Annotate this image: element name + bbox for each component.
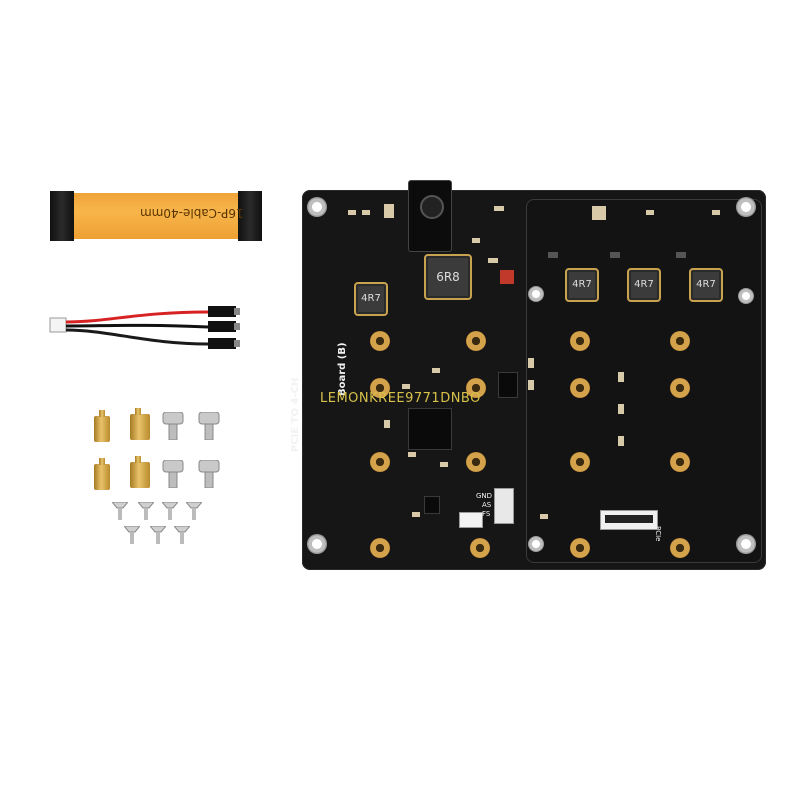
smd-component: [408, 452, 416, 457]
ffc-ribbon-cable: 16P-Cable-40mm: [50, 191, 262, 241]
smd-component: [528, 358, 534, 368]
flat-screw: [150, 526, 166, 544]
m2-slot-area: [526, 199, 762, 563]
standoff-pad: [470, 538, 490, 558]
dc-power-jack: [408, 180, 452, 252]
flat-screw: [174, 526, 190, 544]
standoff-pad: [466, 331, 486, 351]
pcie-switch-chip: [408, 408, 452, 450]
watermark-text: LEMONKREE9771DNBO: [320, 391, 481, 406]
smd-component: [494, 206, 504, 211]
inductor-small: 4R7: [565, 268, 599, 302]
smd-component: [618, 436, 624, 446]
fan-wire-harness: [49, 306, 240, 349]
smd-component: [676, 252, 686, 258]
mounting-hole: [307, 534, 327, 554]
standoff-pad: [570, 331, 590, 351]
fan-pin-fs-label: FS: [482, 510, 491, 518]
standoff-pad: [570, 452, 590, 472]
smd-component: [412, 512, 420, 517]
smd-component: [548, 252, 558, 258]
ribbon-cap-right: [238, 191, 262, 241]
standoff-pad: [670, 378, 690, 398]
inductor-small: 4R7: [689, 268, 723, 302]
smd-component: [348, 210, 356, 215]
smd-component: [384, 420, 390, 428]
thumb-screw: [162, 460, 184, 488]
inductor-small: 4R7: [354, 282, 388, 316]
mounting-hole: [528, 536, 544, 552]
brass-standoff: [130, 408, 150, 440]
standoff-pad: [466, 452, 486, 472]
mounting-hole: [307, 197, 327, 217]
smd-component: [618, 372, 624, 382]
mounting-hole: [528, 286, 544, 302]
smd-component: [432, 368, 440, 373]
pcie-connector-label: PCIe: [654, 526, 662, 542]
smd-component: [488, 258, 498, 263]
ic-chip: [424, 496, 440, 514]
standoff-pad: [370, 452, 390, 472]
flat-screw: [162, 502, 178, 520]
fan-header-connector: [494, 488, 514, 524]
smd-component: [384, 204, 394, 218]
inductor-main: 6R8: [424, 254, 472, 300]
brass-standoff: [94, 458, 110, 490]
standoff-pad: [466, 378, 486, 398]
smd-component: [500, 270, 514, 284]
ic-chip: [498, 372, 518, 398]
fan-pin-as-label: AS: [482, 501, 492, 509]
thumb-screw: [198, 412, 220, 440]
brass-standoff: [94, 410, 110, 442]
board-subtitle-silkscreen: Board (B): [337, 342, 348, 396]
thumb-screw: [162, 412, 184, 440]
smd-component: [712, 210, 720, 215]
inductor-small: 4R7: [627, 268, 661, 302]
standoff-pad: [670, 452, 690, 472]
standoff-pad: [370, 538, 390, 558]
smd-component: [472, 238, 480, 243]
flat-screw: [124, 526, 140, 544]
standoff-pad: [570, 538, 590, 558]
ribbon-label: 16P-Cable-40mm: [140, 206, 244, 220]
mounting-hole: [738, 288, 754, 304]
thumb-screw: [198, 460, 220, 488]
smd-component: [362, 210, 370, 215]
flat-screw: [112, 502, 128, 520]
flat-screw: [186, 502, 202, 520]
board-title-silkscreen: PCIE TO 4-CH: [290, 377, 301, 452]
fan-pin-gnd-label: GND: [476, 492, 493, 500]
standoff-pad: [670, 331, 690, 351]
smd-component: [592, 206, 606, 220]
smd-component: [618, 404, 624, 414]
smd-component: [540, 514, 548, 519]
mounting-hole: [736, 197, 756, 217]
flat-screw: [138, 502, 154, 520]
smd-component: [610, 252, 620, 258]
smd-component: [440, 462, 448, 467]
standoff-pad: [370, 331, 390, 351]
jumper-block: [459, 512, 483, 528]
standoff-pad: [370, 378, 390, 398]
brass-standoff: [130, 456, 150, 488]
mounting-hole: [736, 534, 756, 554]
smd-component: [528, 380, 534, 390]
pcie-ffc-connector: [600, 510, 658, 530]
smd-component: [402, 384, 410, 389]
ribbon-cap-left: [50, 191, 74, 241]
standoff-pad: [670, 538, 690, 558]
smd-component: [646, 210, 654, 215]
standoff-pad: [570, 378, 590, 398]
